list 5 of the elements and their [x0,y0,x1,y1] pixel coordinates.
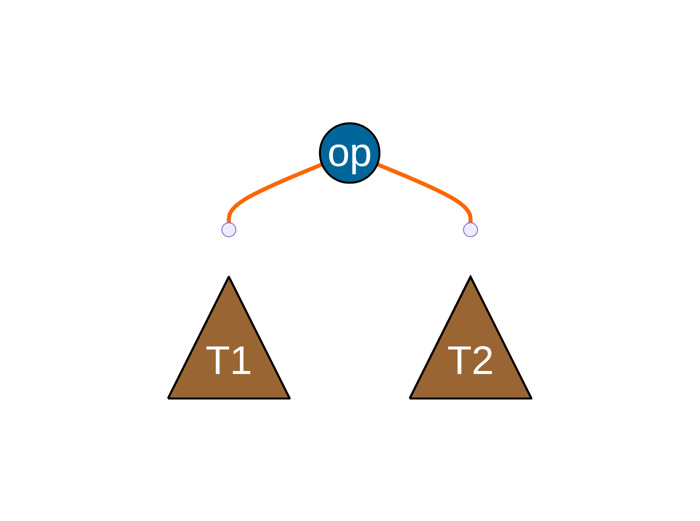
node-circle: op [319,122,381,184]
connector [227,162,324,223]
node-circle [463,222,478,238]
node-circle [222,222,237,238]
connector [376,162,473,223]
